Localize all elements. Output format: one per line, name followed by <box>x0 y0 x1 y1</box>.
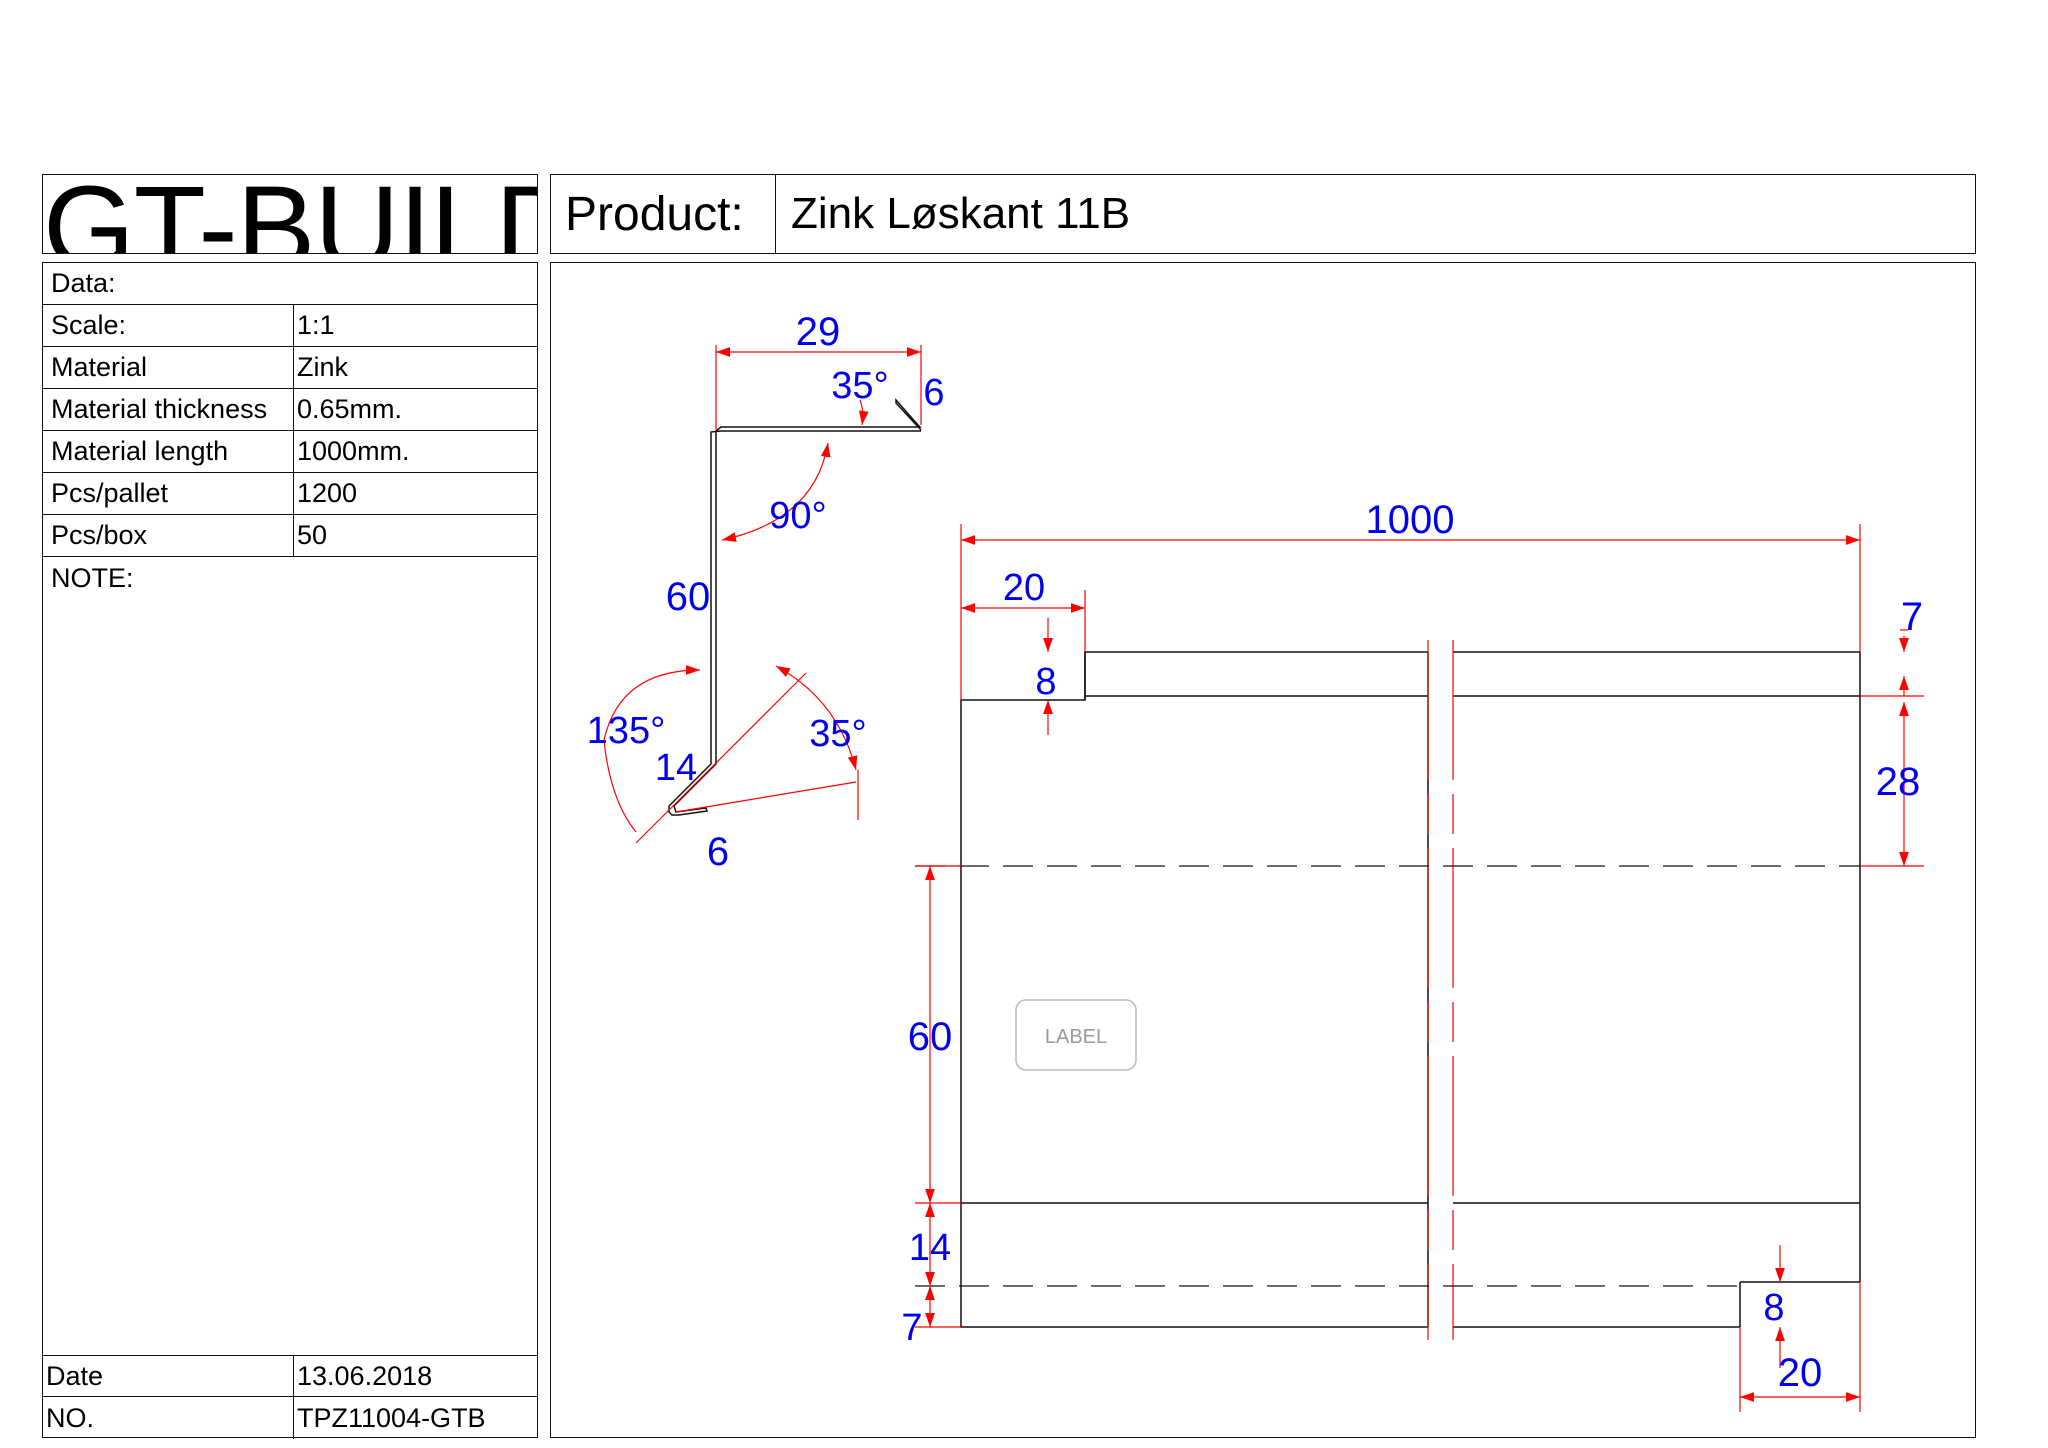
product-header: Product: Zink Løskant 11B <box>550 174 1976 254</box>
row-value: 50 <box>293 515 537 556</box>
table-row: Material length 1000mm. <box>43 431 537 473</box>
dim-plan-notch-bottom-height: 8 <box>1763 1287 1784 1329</box>
data-table-title: Data: <box>51 268 116 298</box>
label-box-text: LABEL <box>1045 1026 1107 1048</box>
row-label: NO. <box>46 1402 95 1433</box>
drawing-frame <box>550 262 1976 1438</box>
row-value: TPZ11004-GTB <box>293 1397 537 1439</box>
row-label: Date <box>46 1360 104 1391</box>
table-row: NO. TPZ11004-GTB <box>43 1397 537 1439</box>
dim-plan-face-height: 60 <box>908 1015 953 1059</box>
table-row: Material Zink <box>43 347 537 389</box>
dim-profile-bend-angle: 90° <box>769 495 826 537</box>
plan-dimensions <box>915 524 1924 1412</box>
plan-outline <box>960 651 1861 1328</box>
row-label: Pcs/box <box>51 520 148 550</box>
company-logo: GT-BUILD <box>43 174 538 254</box>
dim-profile-top-angle: 35° <box>831 365 888 407</box>
break-lines <box>1427 640 1454 1340</box>
row-label: Material thickness <box>51 394 268 424</box>
dim-plan-length: 1000 <box>1366 498 1455 542</box>
dim-plan-notch-bottom-width: 20 <box>1778 1351 1823 1395</box>
row-label: Pcs/pallet <box>51 478 169 508</box>
row-value: 13.06.2018 <box>293 1356 537 1396</box>
row-value: Zink <box>293 347 537 388</box>
row-label: Material length <box>51 436 229 466</box>
table-row: Material thickness 0.65mm. <box>43 389 537 431</box>
row-value: 1000mm. <box>293 431 537 472</box>
row-label: Material <box>51 352 148 382</box>
product-label: Product: <box>565 188 744 241</box>
dim-plan-top-band: 7 <box>1901 595 1923 639</box>
row-label: Scale: <box>51 310 127 340</box>
dim-profile-top-hem: 6 <box>923 372 944 414</box>
note-label: NOTE: <box>51 562 134 593</box>
dim-profile-bottom-angle: 135° <box>587 710 666 752</box>
data-table: Data: Scale: 1:1 Material Zink Material … <box>42 262 538 1439</box>
dim-profile-height: 60 <box>666 575 711 619</box>
dim-plan-bottom-band: 7 <box>901 1307 922 1349</box>
dim-profile-bottom-leg: 14 <box>655 747 697 789</box>
fold-lines <box>915 865 1860 1287</box>
table-row: Pcs/pallet 1200 <box>43 473 537 515</box>
row-value: 1200 <box>293 473 537 514</box>
table-row: Scale: 1:1 <box>43 305 537 347</box>
dim-plan-notch-top-width: 20 <box>1003 567 1045 609</box>
dim-plan-top-offset: 28 <box>1876 760 1921 804</box>
dim-profile-bottom-hem: 6 <box>707 830 729 874</box>
profile-dimensions <box>603 345 922 844</box>
product-name: Zink Løskant 11B <box>791 189 1131 238</box>
dim-plan-bottom-leg: 14 <box>909 1227 951 1269</box>
dim-plan-notch-top-height: 8 <box>1035 661 1056 703</box>
table-row: Date 13.06.2018 <box>43 1355 537 1397</box>
dim-profile-bottom-hem-angle: 35° <box>809 713 866 755</box>
table-row: Pcs/box 50 <box>43 515 537 557</box>
data-table-title-row: Data: <box>43 263 537 305</box>
dim-profile-top-width: 29 <box>796 310 841 354</box>
logo-box: GT-BUILD <box>42 174 538 254</box>
row-value: 0.65mm. <box>293 389 537 430</box>
row-value: 1:1 <box>293 305 537 346</box>
label-box <box>1015 999 1137 1071</box>
